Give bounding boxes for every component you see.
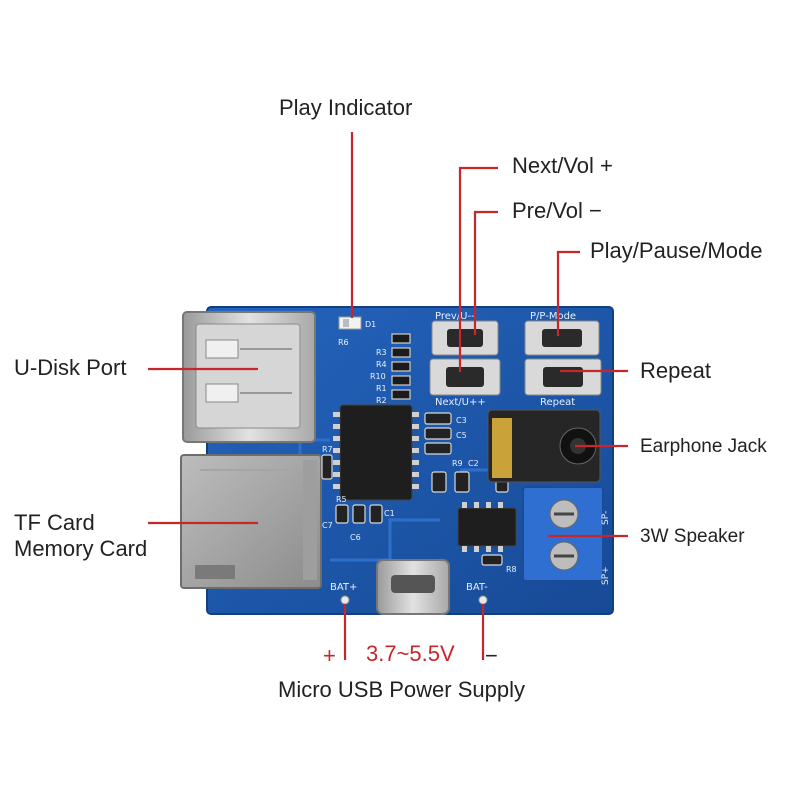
silk-c6: C6 [350, 533, 361, 542]
play-led [338, 316, 362, 330]
button-play-pause-mode [524, 320, 600, 356]
label-3w-speaker: 3W Speaker [640, 526, 745, 547]
leader-next-vol [458, 166, 498, 372]
label-next-vol-up: Next/Vol + [512, 153, 613, 178]
leader-pre-vol [473, 210, 498, 335]
silk-sp-minus: SP- [601, 511, 611, 525]
speaker-terminal-block [522, 486, 604, 582]
silk-c3: C3 [456, 416, 467, 425]
capacitors-c3-c5 [424, 412, 452, 455]
silk-bat-plus: BAT+ [330, 582, 357, 593]
button-repeat [524, 358, 602, 396]
usb-a-port [182, 311, 316, 443]
silk-c5: C5 [456, 431, 467, 440]
label-tf-card: TF Card [14, 510, 95, 535]
silk-pmode: P/P-Mode [530, 311, 576, 322]
label-play-indicator: Play Indicator [279, 95, 413, 120]
smd-resistors [391, 333, 411, 400]
label-repeat: Repeat [640, 358, 711, 383]
amp-ic-chip [457, 502, 517, 552]
label-u-disk-port: U-Disk Port [14, 355, 127, 380]
tf-card-slot [180, 454, 322, 589]
silk-r5: R5 [336, 495, 347, 504]
silk-c2: C2 [468, 459, 479, 468]
silk-r9: R9 [452, 459, 463, 468]
silk-r6: R6 [338, 338, 349, 347]
label-pre-vol-down: Pre/Vol − [512, 198, 602, 223]
label-play-pause-mode: Play/Pause/Mode [590, 238, 763, 263]
silk-r4: R4 [376, 360, 387, 369]
silk-repeat: Repeat [540, 397, 575, 408]
silk-c1: C1 [384, 509, 395, 518]
battery-pads [340, 595, 488, 605]
silk-r8: R8 [506, 565, 517, 574]
button-next-vol-up [429, 358, 501, 396]
label-micro-usb-power: Micro USB Power Supply [278, 677, 525, 702]
micro-usb-port [376, 559, 450, 615]
label-minus: − [485, 643, 498, 668]
silk-r3: R3 [376, 348, 387, 357]
silk-r7: R7 [322, 445, 333, 454]
board-silkscreen: Prev/U-- P/P-Mode Next/U++ Repeat BAT+ B… [322, 311, 611, 593]
main-ic-chip [333, 404, 419, 501]
label-voltage: 3.7~5.5V [366, 641, 455, 666]
silk-prev: Prev/U-- [435, 311, 475, 322]
leader-lines [148, 132, 628, 660]
silk-c7: C7 [322, 521, 333, 530]
label-memory-card: Memory Card [14, 536, 148, 561]
silk-r1: R1 [376, 384, 387, 393]
label-earphone-jack: Earphone Jack [640, 436, 767, 457]
silk-r2: R2 [376, 396, 387, 405]
silk-sp-plus: SP+ [601, 566, 611, 585]
silk-next: Next/U++ [435, 397, 486, 408]
silk-bat-minus: BAT- [466, 582, 488, 593]
silk-r10: R10 [370, 372, 386, 381]
button-prev-vol-down [431, 320, 499, 356]
label-plus: + [323, 643, 336, 668]
silk-d1: D1 [365, 320, 376, 329]
leader-play-pause-mode [556, 250, 580, 336]
